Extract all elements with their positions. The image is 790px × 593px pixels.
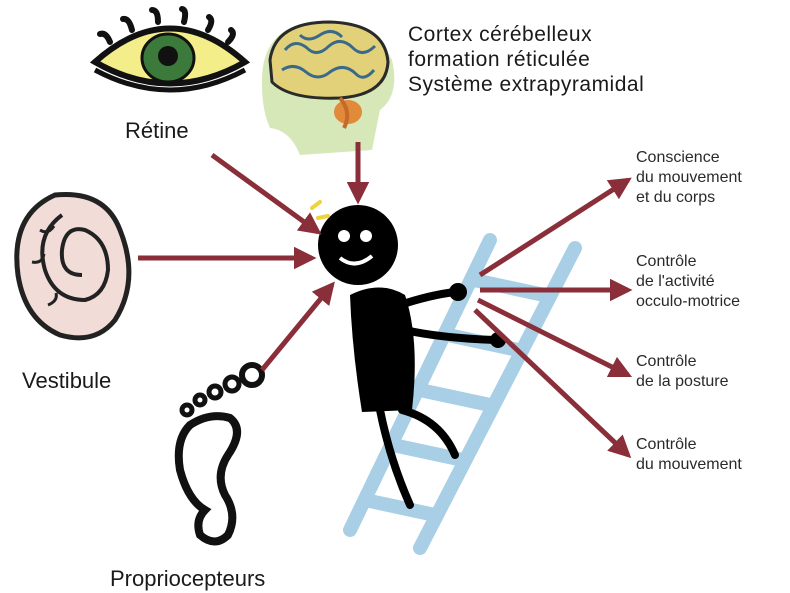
label-cortex-3: Système extrapyramidal — [408, 72, 644, 97]
output-arrows — [475, 180, 628, 455]
label-vestibule: Vestibule — [22, 368, 111, 394]
label-output-mouvement: Contrôle du mouvement — [636, 435, 742, 475]
label-output-oculomotrice: Contrôle de l'activité occulo-motrice — [636, 252, 740, 312]
label-cortex-2: formation réticulée — [408, 47, 590, 72]
stick-figure-icon — [312, 202, 506, 505]
label-output-conscience: Conscience du mouvement et du corps — [636, 148, 742, 208]
arrow-proprio — [262, 285, 332, 370]
label-retine: Rétine — [125, 118, 189, 144]
footprint-icon — [179, 365, 262, 542]
label-output-posture: Contrôle de la posture — [636, 352, 729, 392]
arrow-retine — [212, 155, 318, 232]
brain-icon — [262, 21, 394, 155]
ear-icon — [17, 194, 129, 337]
eye-icon — [95, 9, 245, 90]
label-cortex-1: Cortex cérébelleux — [408, 22, 592, 47]
label-proprio: Propriocepteurs — [110, 566, 265, 592]
arrow-conscience — [480, 180, 628, 275]
